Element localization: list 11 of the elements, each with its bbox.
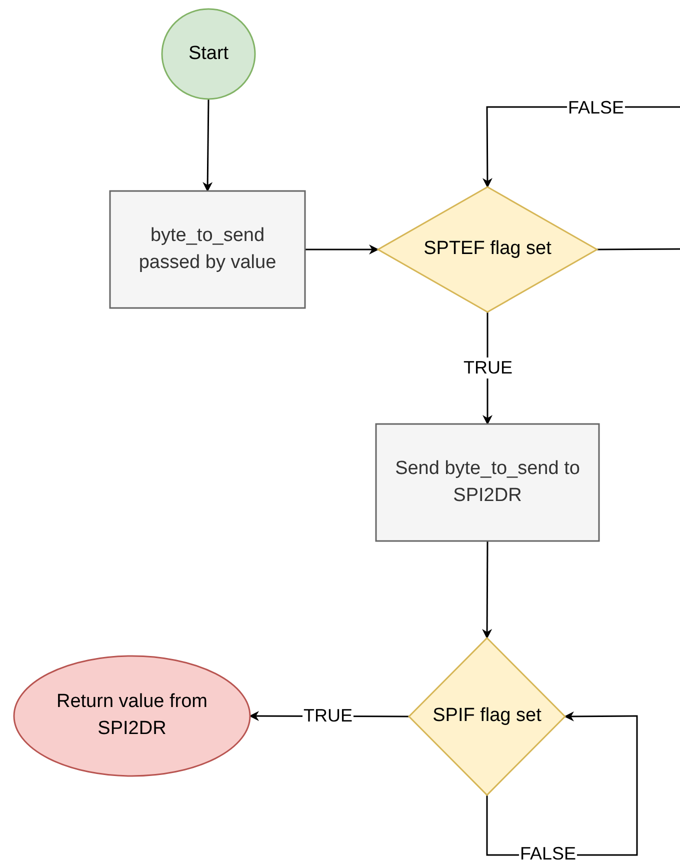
- node-label: Start: [188, 42, 229, 66]
- arrow: [305, 244, 379, 254]
- arrow: [202, 99, 213, 192]
- node-label: Return value from SPI2DR: [55, 690, 208, 741]
- arrow: [482, 541, 492, 639]
- node-label: SPIF flag set: [432, 704, 542, 728]
- node-label: byte_to_send passed by value: [138, 224, 278, 274]
- edge-label: TRUE: [462, 358, 514, 378]
- node-label: SPTEF flag set: [424, 237, 552, 262]
- edge-label: FALSE: [518, 844, 578, 862]
- node-label: Send byte_to_send to SPI2DR: [394, 456, 581, 508]
